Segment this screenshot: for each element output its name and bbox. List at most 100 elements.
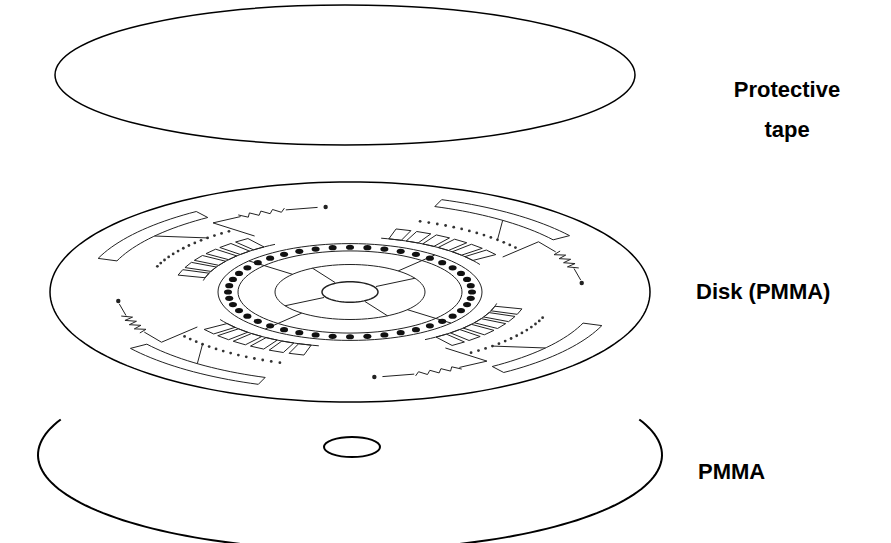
dotted-channel [222,350,225,353]
channel [382,374,414,376]
radial-divider [285,298,324,306]
dotted-channel [534,323,537,326]
dotted-channel [525,329,528,332]
channel [539,242,556,252]
bead [397,249,405,254]
zigzag-mixer [238,208,284,217]
bead [266,256,274,261]
bead [380,246,388,251]
channel [144,332,161,342]
bead [329,334,337,339]
bead [229,277,237,282]
dotted-channel [270,360,273,363]
dotted-channel [159,262,162,265]
bead [266,323,274,328]
dotted-channel [193,241,196,244]
bead [329,245,337,250]
bead [229,302,237,307]
radial-divider [365,302,388,316]
dotted-channel [484,347,487,350]
bead [254,319,262,324]
bead [280,252,288,257]
dotted-channel [498,342,501,345]
dotted-channel [541,316,544,319]
dotted-channel [177,250,180,253]
bead [449,265,457,270]
bead [412,327,420,332]
radial-divider [313,268,336,282]
dotted-channel [504,340,507,343]
zigzag-mixer [121,316,146,333]
bead [280,327,288,332]
bead [225,283,233,288]
dotted-channel [156,265,159,268]
channel [445,348,487,361]
layer-label: Disk (PMMA) [696,272,886,312]
dotted-channel [452,226,455,229]
channel [119,304,126,316]
channel [213,223,255,236]
dotted-channel [468,229,471,232]
dotted-channel [521,332,524,335]
reservoir [130,344,265,384]
bead [397,330,405,335]
bead [243,265,251,270]
reservoir [98,212,208,261]
channel [459,361,487,367]
dotted-channel [460,228,463,231]
channel [155,236,208,238]
channel [203,244,275,280]
dotted-channel [187,244,190,247]
dotted-channel [510,337,513,340]
dotted-channel [538,319,541,322]
bead [467,296,475,301]
bead [463,302,471,307]
bead [254,260,262,265]
reservoir [435,200,570,240]
dotted-channel [167,256,170,259]
radial-divider [249,261,293,274]
channel [497,220,502,239]
dotted-channel [213,234,216,237]
port [116,299,120,303]
bead [457,271,465,276]
dotted-channel [444,224,447,227]
bead [457,308,465,313]
bead [312,246,320,251]
bead [449,314,457,319]
dotted-channel [200,239,203,242]
dotted-channel [182,247,185,250]
port [580,281,584,285]
radial-divider [398,255,435,271]
channel [197,344,202,363]
bead [467,283,475,288]
reservoir [492,323,602,372]
layer-label: Protective tape [722,70,852,150]
dotted-channel [228,230,231,233]
bead [380,332,388,337]
dotted-channel [215,348,218,351]
dotted-channel [253,357,256,360]
dotted-channel [229,352,232,355]
dotted-channel [489,236,492,239]
channel [213,217,241,223]
channel [220,320,319,346]
radial-divider [407,310,451,323]
bead [224,289,232,294]
channel [161,327,197,342]
dotted-channel [183,335,186,338]
dotted-channel [502,241,505,244]
microfluidic-disk [50,182,650,402]
bead [225,296,233,301]
layer-label: PMMA [698,452,848,492]
bead [438,319,446,324]
inner-ring [275,265,425,320]
dotted-channel [208,345,211,348]
bead [235,271,243,276]
pmma-base-outline [38,419,662,543]
chamber-cell [389,229,411,240]
bead [426,323,434,328]
dotted-channel [470,351,473,354]
bead [295,249,303,254]
